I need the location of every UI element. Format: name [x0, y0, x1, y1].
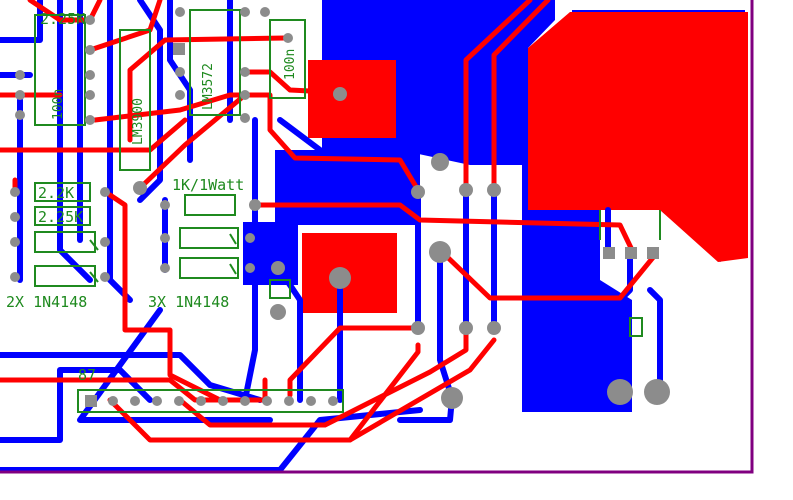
connector-pin: [130, 396, 140, 406]
pad: [160, 200, 170, 210]
label-cap-right: 100n: [283, 49, 298, 80]
pad: [15, 70, 25, 80]
label-connector-ref: 87: [78, 366, 96, 384]
small-cap-outline: [269, 279, 291, 299]
connector-pin: [152, 396, 162, 406]
label-diodes-left: 2X 1N4148: [6, 293, 87, 311]
connector-pin: [306, 396, 316, 406]
ground-plane-middle: [243, 150, 420, 285]
pad: [100, 187, 110, 197]
pad: [283, 33, 293, 43]
small-part-right: [629, 317, 643, 337]
label-power-resistor: 1K/1Watt: [172, 176, 244, 194]
label-ic-right: LM3572: [201, 63, 216, 110]
pad-square: [625, 247, 637, 259]
pad: [429, 241, 451, 263]
pad: [270, 304, 286, 320]
pad: [100, 272, 110, 282]
pad: [487, 183, 501, 197]
pad: [607, 379, 633, 405]
pad: [240, 113, 250, 123]
pad: [411, 185, 425, 199]
pad-square: [603, 247, 615, 259]
pad: [240, 90, 250, 100]
pad-block-upper: [308, 60, 396, 138]
connector-pin-1: [85, 395, 97, 407]
ic-right-outline: [189, 9, 241, 116]
pad: [441, 387, 463, 409]
board-outline: [0, 0, 754, 474]
pad: [245, 233, 255, 243]
label-2k5-top: 2.25K: [40, 10, 85, 28]
ic-left-outline: [34, 14, 86, 126]
top-traces: [0, 0, 658, 443]
diode-right-2-outline: [179, 257, 239, 279]
pad: [160, 263, 170, 273]
pad: [10, 212, 20, 222]
pad: [175, 67, 185, 77]
large-copper-area-right: [528, 12, 748, 262]
label-ic-left: LM3900: [131, 98, 146, 145]
pad-square: [173, 43, 185, 55]
pad: [133, 181, 147, 195]
silkscreen-layer: [34, 9, 661, 413]
pad: [459, 321, 473, 335]
pad: [329, 267, 351, 289]
pad: [85, 45, 95, 55]
label-2k2: 2.2K: [38, 184, 74, 202]
pad: [333, 87, 347, 101]
pad: [85, 70, 95, 80]
resistor-2k2-outline: [34, 182, 91, 202]
connector-pin: [240, 396, 250, 406]
pad-square: [647, 247, 659, 259]
silkscreen-text: 2.2K 2.25K 2.25K 1K/1Watt 2X 1N4148 3X 1…: [6, 10, 298, 384]
pad: [271, 261, 285, 275]
pad: [85, 90, 95, 100]
ground-plane-right: [522, 165, 632, 412]
connector-pin: [218, 396, 228, 406]
pad: [175, 7, 185, 17]
diode-left-2-outline: [34, 265, 96, 287]
pad: [85, 115, 95, 125]
pad: [10, 237, 20, 247]
pad: [240, 7, 250, 17]
diode-right-1-outline: [179, 227, 239, 249]
pad: [431, 153, 449, 171]
pad: [260, 7, 270, 17]
pad: [245, 263, 255, 273]
connector-pin: [262, 396, 272, 406]
pad: [459, 183, 473, 197]
pad: [160, 233, 170, 243]
pad: [644, 379, 670, 405]
connector-pin: [108, 396, 118, 406]
connector-pin: [328, 396, 338, 406]
pads: [10, 7, 670, 409]
label-2k5: 2.25K: [38, 208, 83, 226]
resistor-2k5-outline: [34, 206, 91, 226]
pad: [15, 90, 25, 100]
pad: [240, 67, 250, 77]
label-diodes-right: 3X 1N4148: [148, 293, 229, 311]
pad: [15, 110, 25, 120]
ic-mid-outline: [119, 29, 151, 171]
pad: [487, 321, 501, 335]
cap-outline-right: [269, 19, 306, 99]
connector-outline: [77, 389, 344, 413]
pad: [100, 237, 110, 247]
connector-pin: [196, 396, 206, 406]
pad: [249, 199, 261, 211]
connector-pin: [174, 396, 184, 406]
top-copper-layer: [302, 12, 748, 313]
connector-pin: [284, 396, 294, 406]
pad: [10, 187, 20, 197]
label-cap-left: 100n: [51, 89, 66, 120]
power-resistor-outline: [184, 194, 236, 216]
bottom-traces: [0, 0, 663, 473]
pad: [411, 321, 425, 335]
pad: [10, 272, 20, 282]
pad: [175, 90, 185, 100]
pad: [85, 15, 95, 25]
diode-left-1-outline: [34, 231, 96, 253]
